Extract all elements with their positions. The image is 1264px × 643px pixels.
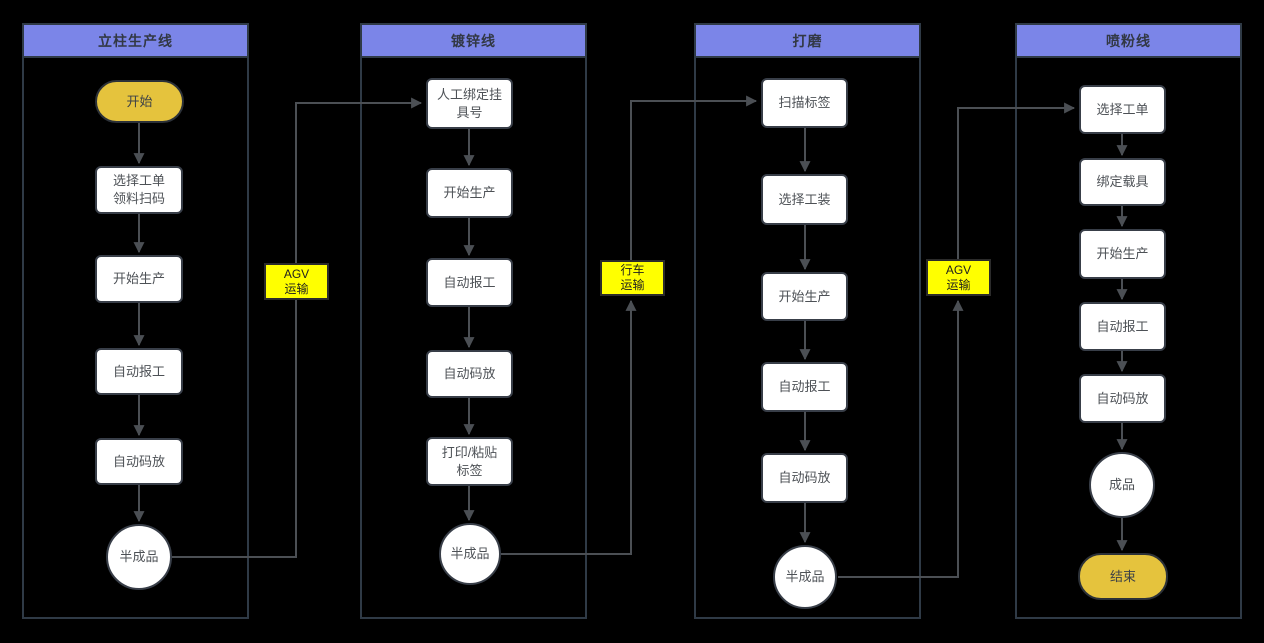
- process-auto-report-4[interactable]: 自动报工: [1079, 302, 1166, 351]
- process-select-workorder[interactable]: 选择工单: [1079, 85, 1166, 134]
- lane-title-column-production-line: 立柱生产线: [24, 25, 247, 58]
- process-select-tooling[interactable]: 选择工装: [761, 174, 848, 225]
- process-bind-carrier[interactable]: 绑定载具: [1079, 158, 1166, 206]
- process-auto-report-3[interactable]: 自动报工: [761, 362, 848, 412]
- transport-agv-2[interactable]: AGV 运输: [926, 259, 991, 296]
- process-print-paste-label[interactable]: 打印/粘贴 标签: [426, 437, 513, 486]
- end-node[interactable]: 结束: [1078, 553, 1168, 600]
- semi-finished-circle-3[interactable]: 半成品: [773, 545, 837, 609]
- process-auto-stack-3[interactable]: 自动码放: [761, 453, 848, 503]
- process-auto-stack-4[interactable]: 自动码放: [1079, 374, 1166, 423]
- process-start-production-3[interactable]: 开始生产: [761, 272, 848, 321]
- semi-finished-circle-1[interactable]: 半成品: [106, 524, 172, 590]
- process-scan-label[interactable]: 扫描标签: [761, 78, 848, 128]
- process-start-production-1[interactable]: 开始生产: [95, 255, 183, 303]
- process-auto-stack-2[interactable]: 自动码放: [426, 350, 513, 398]
- lane-title-powder-coating-line: 喷粉线: [1017, 25, 1240, 58]
- finished-product-circle[interactable]: 成品: [1089, 452, 1155, 518]
- transport-crane[interactable]: 行车 运输: [600, 260, 665, 296]
- transport-agv-1[interactable]: AGV 运输: [264, 263, 329, 300]
- semi-finished-circle-2[interactable]: 半成品: [439, 523, 501, 585]
- lane-title-galvanizing-line: 镀锌线: [362, 25, 585, 58]
- process-auto-report-2[interactable]: 自动报工: [426, 258, 513, 307]
- process-start-production-2[interactable]: 开始生产: [426, 168, 513, 218]
- process-auto-stack-1[interactable]: 自动码放: [95, 438, 183, 485]
- start-node[interactable]: 开始: [95, 80, 184, 123]
- process-start-production-4[interactable]: 开始生产: [1079, 229, 1166, 279]
- process-bind-hanger-number[interactable]: 人工绑定挂 具号: [426, 78, 513, 129]
- lane-title-grinding: 打磨: [696, 25, 919, 58]
- process-select-workorder-pick-scan[interactable]: 选择工单 领料扫码: [95, 166, 183, 214]
- process-auto-report-1[interactable]: 自动报工: [95, 348, 183, 395]
